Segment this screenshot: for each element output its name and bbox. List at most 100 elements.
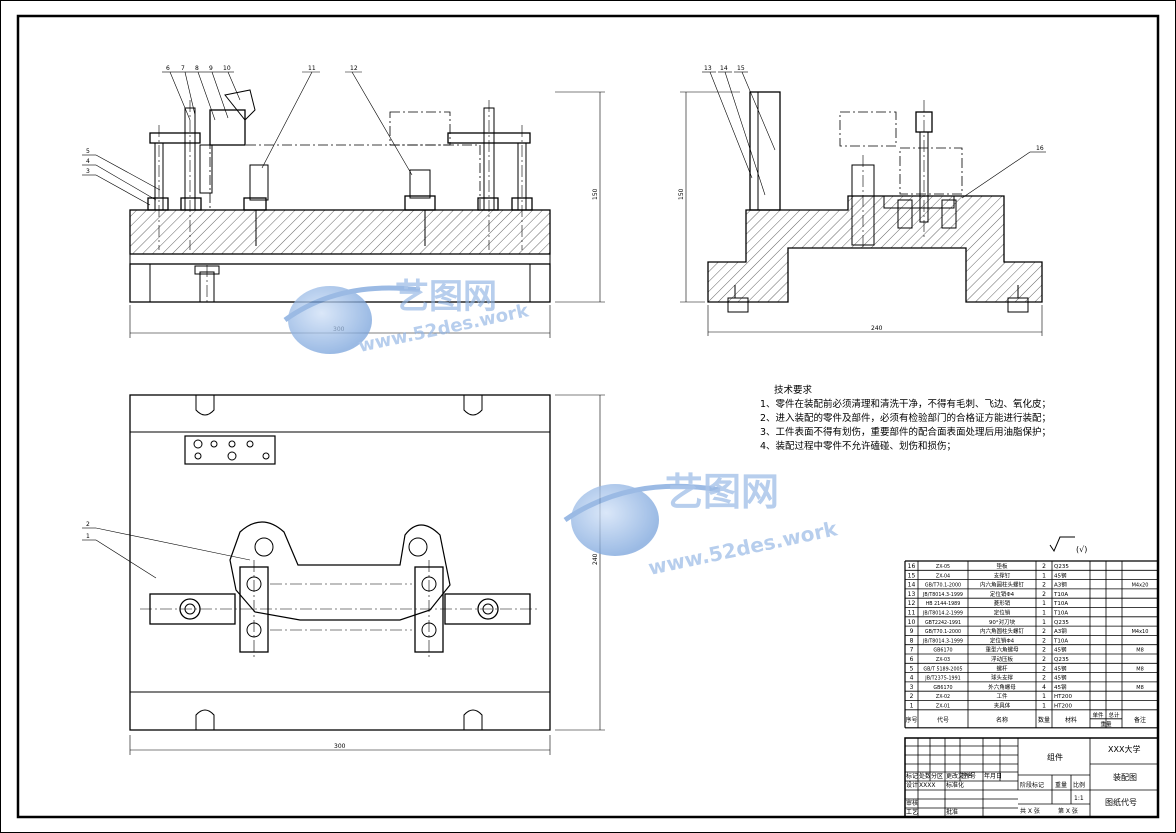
callout-15: 15 <box>737 65 745 72</box>
bom-header-single: 单件 <box>1092 711 1104 719</box>
bom-row-qty: 2 <box>1042 656 1046 663</box>
watermark-brand-2: 艺图网 <box>665 470 779 514</box>
top-view-labels: 2 1 300 240 <box>86 521 599 750</box>
bom-row-material: T10A <box>1053 601 1068 607</box>
bom-row-material: T10A <box>1053 611 1068 617</box>
bom-row-no: 15 <box>908 572 916 579</box>
dim-side-height: 150 <box>678 188 685 200</box>
bom-row-code: JB/T8014.2-1999 <box>922 611 963 617</box>
tb-process-label: 工艺 <box>906 808 918 816</box>
bom-row-material: HT200 <box>1054 704 1072 710</box>
bom-row-material: 45钢 <box>1054 571 1067 579</box>
bom-row-material: 45钢 <box>1054 664 1067 672</box>
bom-row-name: 外六角螺母 <box>988 683 1016 691</box>
callout-4: 4 <box>86 158 90 165</box>
bom-row-name: 定位销Φ4 <box>990 590 1015 598</box>
bom-header-name: 名称 <box>996 716 1008 724</box>
bom-row-no: 8 <box>910 637 914 644</box>
bom-row-code: HB 2144-1989 <box>926 601 961 607</box>
bom-header-code: 代号 <box>937 716 949 724</box>
callout-13: 13 <box>704 65 712 72</box>
tb-sign-label: 签名 <box>961 772 973 780</box>
bom-row-no: 6 <box>910 656 914 663</box>
callout-16: 16 <box>1036 145 1044 152</box>
bom-row-name: 内六角圆柱头螺钉 <box>980 581 1025 589</box>
bom-table <box>904 560 1159 729</box>
bom-row-material: Q235 <box>1054 620 1069 626</box>
tech-req-item-4: 4、装配过程中零件不允许磕碰、划伤和损伤； <box>760 441 957 452</box>
bom-row-qty: 2 <box>1042 665 1046 672</box>
bom-row-note: M4x20 <box>1132 583 1149 589</box>
technical-requirements: 技术要求 1、零件在装配前必须清理和清洗干净，不得有毛刺、飞边、氧化皮； 2、进… <box>760 384 1051 454</box>
bom-row-material: 45钢 <box>1054 674 1067 682</box>
tb-weight-label: 重量 <box>1055 781 1067 789</box>
tb-assembly: 组件 <box>1047 752 1063 762</box>
tb-drawing-no: 图纸代号 <box>1105 797 1137 807</box>
tb-scale-label: 比例 <box>1073 781 1085 789</box>
bom-row-material: 45钢 <box>1054 683 1067 691</box>
bom-row-code: ZX-02 <box>936 694 950 700</box>
callout-14: 14 <box>720 65 728 72</box>
tb-university: XXX大学 <box>1108 744 1140 754</box>
watermark-brand-1: 艺图网 <box>395 277 497 317</box>
tb-drawing: 装配图 <box>1113 772 1137 782</box>
tb-approve-label: 批准 <box>946 808 958 816</box>
bom-row-qty: 1 <box>1042 703 1046 710</box>
bom-row-qty: 1 <box>1042 572 1046 579</box>
watermark-url-2: www.52des.work <box>646 516 840 580</box>
bom-row-code: ZX-04 <box>936 573 950 579</box>
bom-row-code: ZX-05 <box>936 564 950 570</box>
bom-row-qty: 2 <box>1042 591 1046 598</box>
bom-row-name: 重型六角螺母 <box>985 646 1019 654</box>
bom-row-code: JB/T2375-1991 <box>924 676 960 682</box>
bom-row-code: ZX-01 <box>936 704 950 710</box>
bom-row-code: GB/T70.1-2000 <box>925 583 961 589</box>
bom-row-note: M8 <box>1136 648 1144 654</box>
bom-header-material: 材料 <box>1065 716 1077 724</box>
title-block-text: 组件 XXX大学 装配图 图纸代号 阶段标记 重量 比例 1:1 共 X 张 第… <box>906 744 1140 816</box>
dim-side-width: 240 <box>871 325 883 332</box>
dim-front-height: 150 <box>592 188 599 200</box>
tb-designer: XXXX <box>919 782 935 789</box>
bom-row-name: 球头支撑 <box>991 674 1014 682</box>
bom-row-no: 10 <box>908 619 916 626</box>
tb-designer-label: 设计 <box>906 781 918 789</box>
tb-sheets: 共 X 张 <box>1020 807 1040 815</box>
roughness-symbol: (√) <box>1049 536 1087 554</box>
bom-row-material: T10A <box>1053 638 1068 644</box>
bom-row-no: 7 <box>910 647 914 654</box>
bom-row-no: 13 <box>908 591 916 598</box>
bom-row-note: M8 <box>1136 685 1144 691</box>
bom-header-total: 总计 <box>1108 711 1120 719</box>
tb-date-label: 年月日 <box>984 772 1002 780</box>
tb-std-label: 标准化 <box>946 781 964 789</box>
side-view-labels: 13 14 15 16 240 150 <box>678 65 1044 332</box>
bom-row-code: GB6170 <box>933 685 952 691</box>
tb-stage-label: 阶段标记 <box>1020 781 1044 789</box>
callout-2: 2 <box>86 521 90 528</box>
bom-row-no: 9 <box>910 628 914 635</box>
bom-row-code: ZX-03 <box>936 657 950 663</box>
callout-1: 1 <box>86 533 90 540</box>
callout-12: 12 <box>350 65 358 72</box>
bom-row-qty: 2 <box>1042 563 1046 570</box>
callout-11: 11 <box>308 65 316 72</box>
watermark-1: 艺图网 www.52des.work <box>283 277 531 357</box>
top-view <box>82 394 605 755</box>
bom-row-note: M4x10 <box>1132 629 1149 635</box>
bom-row-code: GB/T70.1-2000 <box>925 629 961 635</box>
callout-9: 9 <box>209 65 213 72</box>
bom-row-name: 90°对刀块 <box>989 618 1016 626</box>
title-block <box>904 737 1159 818</box>
bom-row-name: 支撑钉 <box>994 571 1011 579</box>
callout-3: 3 <box>86 168 90 175</box>
bom-row-material: HT200 <box>1054 694 1072 700</box>
tb-sheet: 第 X 张 <box>1058 807 1078 815</box>
bom-row-material: T10A <box>1053 592 1068 598</box>
bom-row-name: 夹具体 <box>994 702 1011 710</box>
bom-header-weight: 重量 <box>1100 720 1112 728</box>
bom-row-name: 定位销 <box>994 609 1011 617</box>
bom-row-qty: 4 <box>1042 684 1046 691</box>
tech-req-item-1: 1、零件在装配前必须清理和清洗干净，不得有毛刺、飞边、氧化皮； <box>760 399 1052 410</box>
callout-7: 7 <box>181 65 185 72</box>
